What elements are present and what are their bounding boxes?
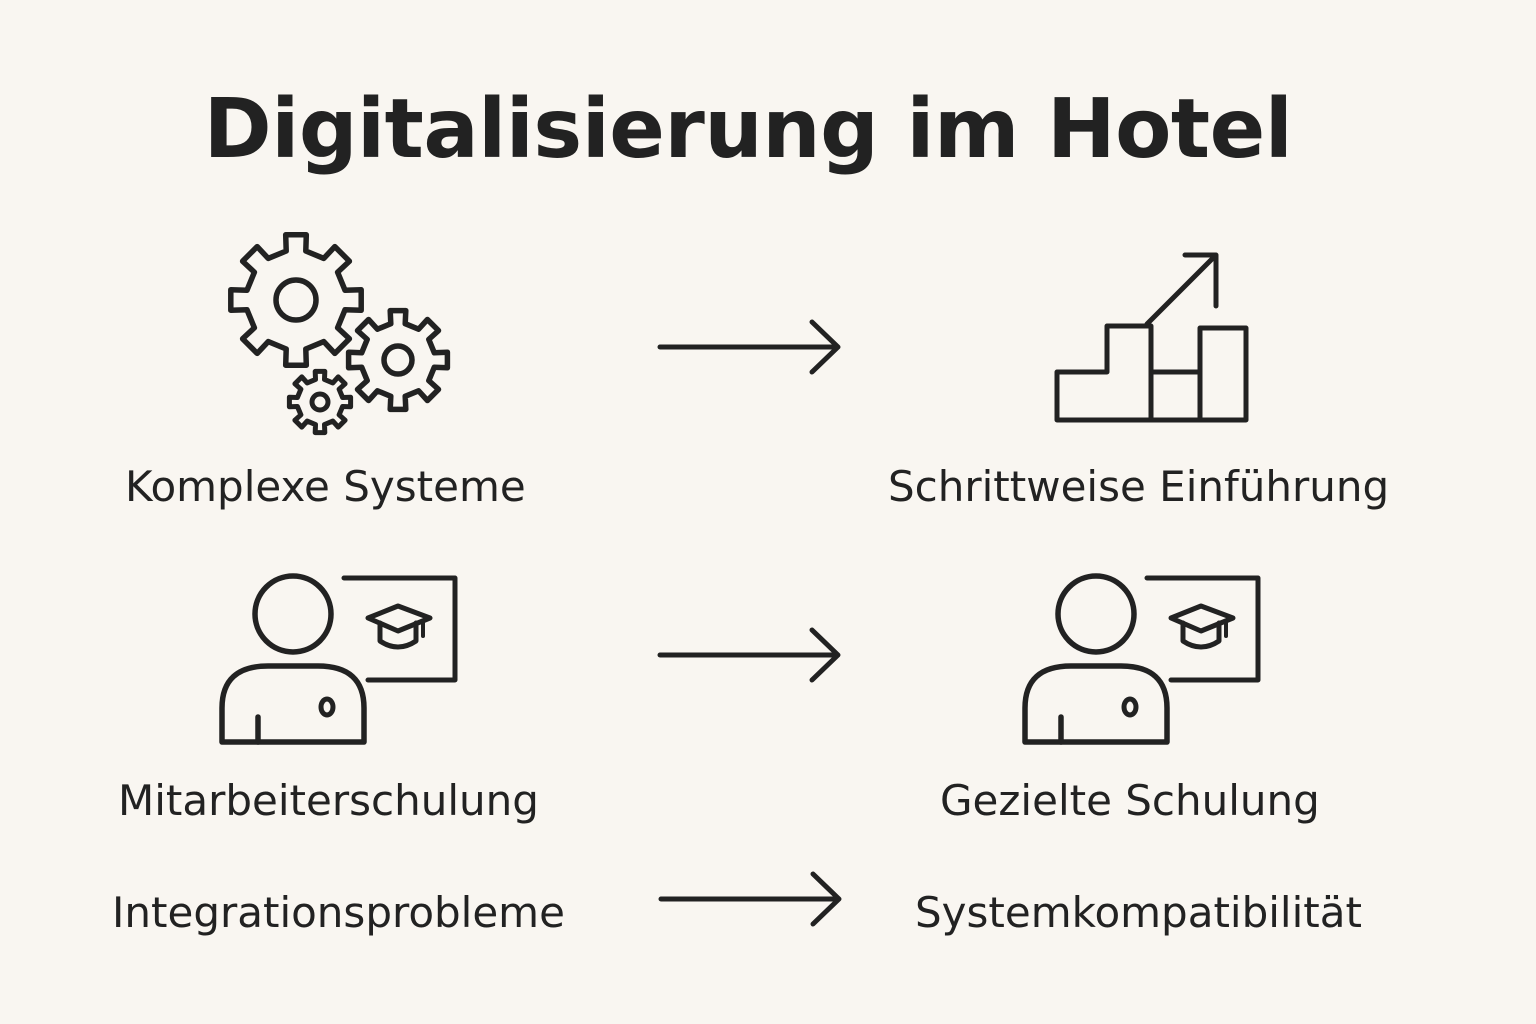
person-training-icon xyxy=(219,573,458,745)
arrow-right-icon xyxy=(657,319,841,375)
solution-label-1: Schrittweise Einführung xyxy=(888,462,1390,511)
person-training-icon xyxy=(1022,573,1261,745)
solution-label-2: Gezielte Schulung xyxy=(940,776,1320,825)
arrow-right-icon xyxy=(658,871,842,927)
problem-label-1: Komplexe Systeme xyxy=(125,462,526,511)
diagram-title: Digitalisierung im Hotel xyxy=(203,82,1293,177)
stairs-arrow-up-icon xyxy=(1054,252,1249,423)
arrow-right-icon xyxy=(657,627,841,683)
gears-icon xyxy=(228,232,451,436)
solution-label-3: Systemkompatibilität xyxy=(915,888,1362,937)
problem-label-3: Integrationsprobleme xyxy=(112,888,565,937)
problem-label-2: Mitarbeiterschulung xyxy=(118,776,539,825)
